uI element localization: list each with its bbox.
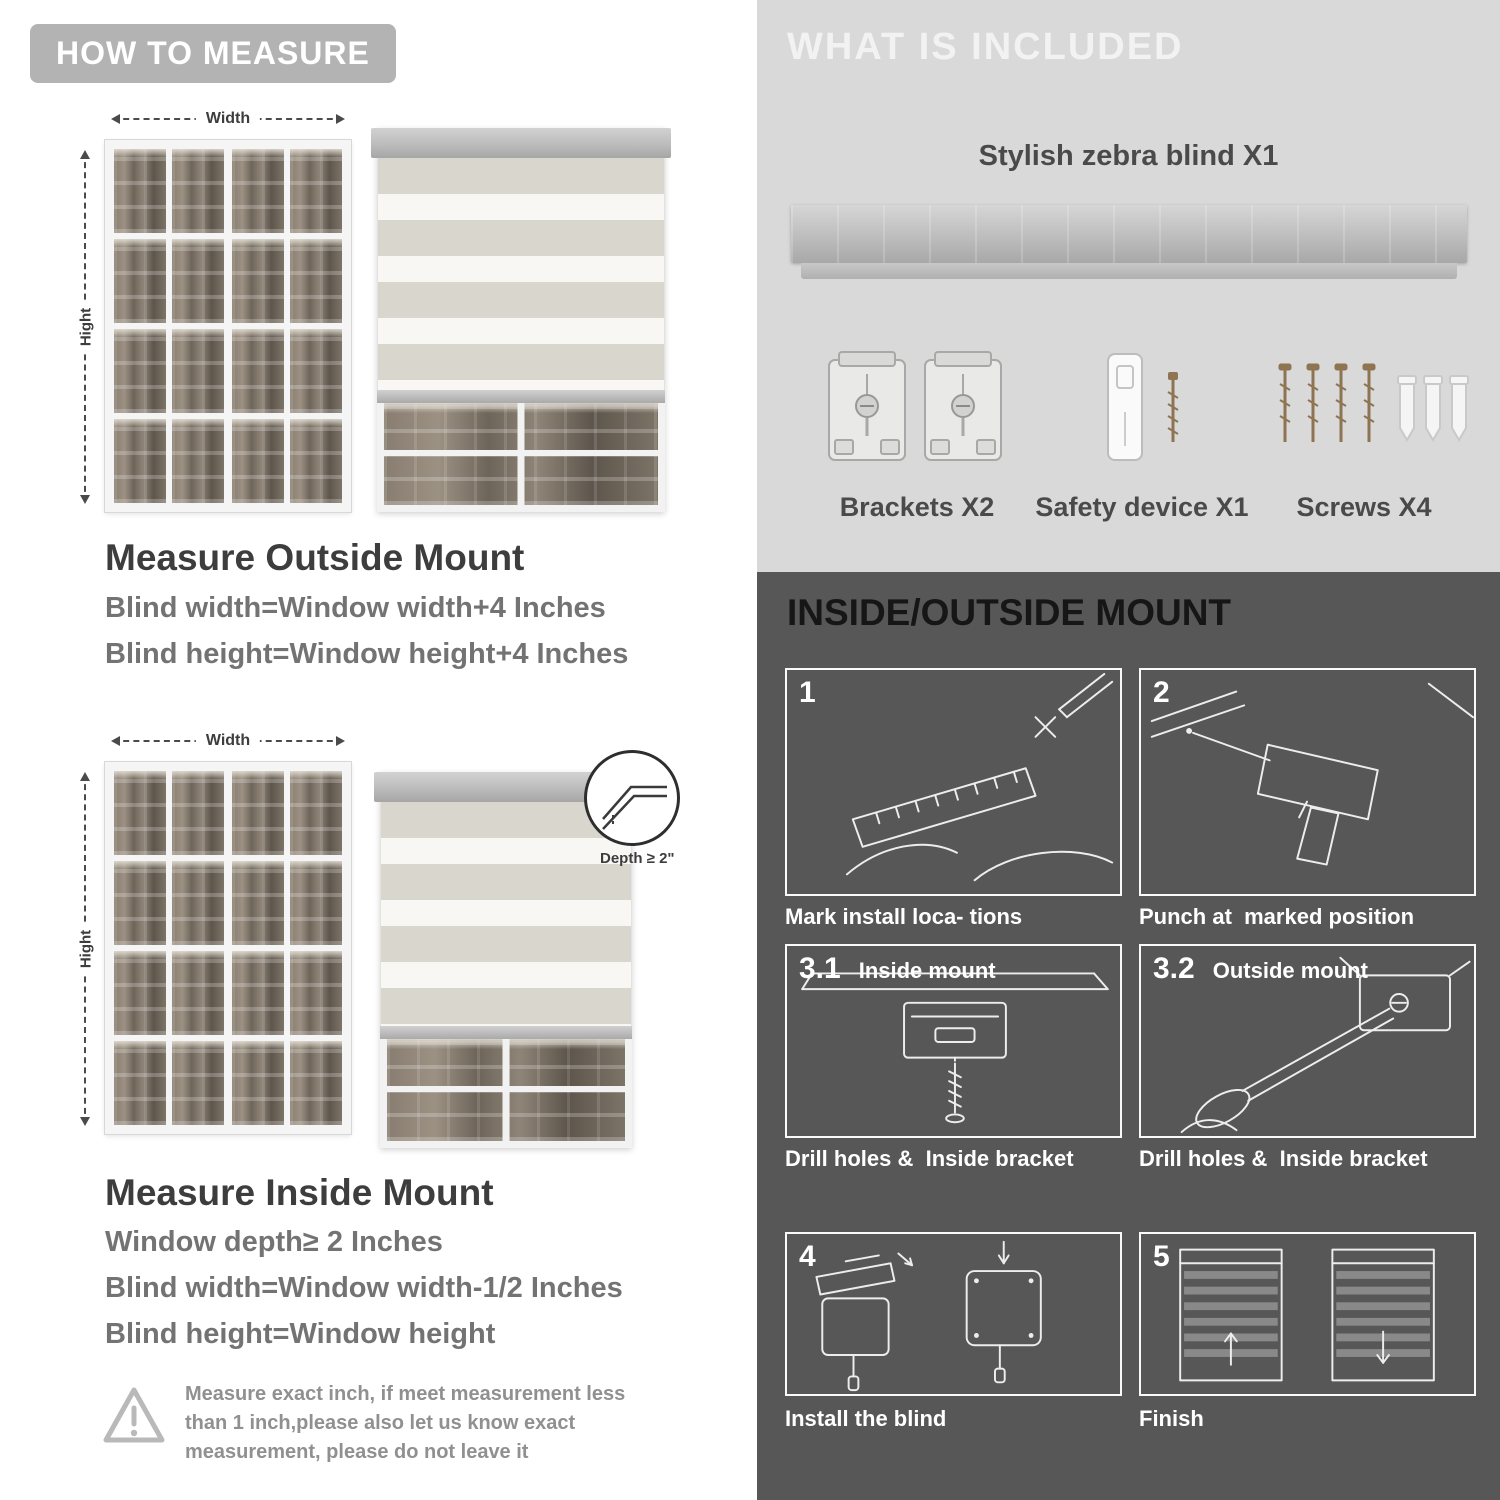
- step-number: 3.2: [1153, 952, 1195, 985]
- inside-mount-heading: Measure Inside Mount: [105, 1172, 494, 1213]
- what-is-included-section: WHAT IS INCLUDED Stylish zebra blind X1: [757, 0, 1500, 572]
- step-3-2-caption: Drill holes & Inside bracket: [1139, 1146, 1428, 1171]
- step-5-caption: Finish: [1139, 1406, 1204, 1431]
- warning-triangle-icon: [103, 1387, 165, 1443]
- drill-illustration-icon: [1150, 682, 1474, 866]
- step-number: 2: [1153, 676, 1170, 709]
- brackets-label: Brackets X2: [839, 492, 995, 522]
- height-arrow: Hight: [76, 150, 96, 504]
- inside-bracket-illustration-icon: [801, 972, 1109, 1124]
- step-3-1-panel: 3.1 Inside mount: [785, 944, 1122, 1138]
- depth-magnifier-icon: [584, 750, 680, 846]
- blind-headrail-image: [791, 205, 1467, 263]
- safety-device-icon: [1107, 353, 1179, 461]
- zebra-blind-outside-mount: [371, 128, 671, 512]
- what-is-included-badge: WHAT IS INCLUDED: [787, 26, 1184, 68]
- how-to-measure-badge: HOW TO MEASURE: [30, 24, 396, 83]
- step-3-2-panel: 3.2 Outside mount: [1139, 944, 1476, 1138]
- window-sash: [114, 149, 224, 503]
- window-photo-outside: [105, 140, 351, 512]
- blind-stripes: [380, 802, 632, 1026]
- blind-cassette: [371, 128, 671, 158]
- window-sash: [232, 149, 342, 503]
- finish-blinds-illustration-icon: [1179, 1248, 1435, 1382]
- height-label: Hight: [76, 921, 96, 977]
- height-label: Hight: [76, 299, 96, 355]
- step-1-caption: Mark install loca- tions: [785, 904, 1023, 929]
- window-sash: [114, 771, 224, 1125]
- step-4-caption: Install the blind: [785, 1406, 947, 1431]
- step-number: 1: [799, 676, 816, 709]
- install-blind-illustration-icon: [815, 1240, 1042, 1392]
- screws-label: Screws X4: [1296, 492, 1432, 522]
- blind-stripes: [377, 158, 665, 390]
- step-5-panel: 5: [1139, 1232, 1476, 1396]
- screws-icon: [1278, 363, 1469, 442]
- step-number: 3.1: [799, 952, 841, 985]
- included-blind-label: Stylish zebra blind X1: [978, 140, 1279, 172]
- blind-headrail-lip: [801, 263, 1457, 279]
- outside-rule-width: Blind width=Window width+4 Inches: [105, 592, 606, 624]
- step-2-caption: Punch at marked position: [1139, 904, 1415, 929]
- outside-bracket-illustration-icon: [1180, 956, 1471, 1134]
- outside-rule-height: Blind height=Window height+4 Inches: [105, 638, 629, 670]
- window-below-blind: [380, 1039, 632, 1148]
- width-arrow: Width: [111, 730, 345, 752]
- mount-guide-heading: INSIDE/OUTSIDE MOUNT: [787, 592, 1232, 633]
- blind-bottom-rail: [377, 390, 665, 403]
- depth-callout-label: Depth ≥ 2": [600, 850, 675, 867]
- mount-guide-section: INSIDE/OUTSIDE MOUNT 1 Mark install loca…: [757, 572, 1500, 1500]
- height-arrow: Hight: [76, 772, 96, 1126]
- zebra-blind-inside-mount: [374, 772, 638, 1148]
- window-sash: [232, 771, 342, 1125]
- inside-rule-depth: Window depth≥ 2 Inches: [105, 1226, 443, 1258]
- width-arrow: Width: [111, 108, 345, 130]
- width-label: Width: [195, 108, 261, 130]
- measurement-note: Measure exact inch, if meet measurement …: [185, 1383, 626, 1463]
- step-1-panel: 1: [785, 668, 1122, 896]
- inside-rule-width: Blind width=Window width-1/2 Inches: [105, 1272, 623, 1304]
- step-2-panel: 2: [1139, 668, 1476, 896]
- safety-device-label: Safety device X1: [1035, 492, 1249, 522]
- blind-bottom-rail: [380, 1026, 632, 1039]
- width-label: Width: [195, 730, 261, 752]
- step-tag: Outside mount: [1212, 958, 1368, 983]
- window-below-blind: [377, 403, 665, 512]
- step-number: 4: [799, 1240, 816, 1273]
- window-photo-inside: [105, 762, 351, 1134]
- step-3-1-caption: Drill holes & Inside bracket: [785, 1146, 1074, 1171]
- step-number: 5: [1153, 1240, 1170, 1273]
- outside-mount-heading: Measure Outside Mount: [105, 537, 525, 578]
- step-4-panel: 4: [785, 1232, 1122, 1396]
- inside-rule-height: Blind height=Window height: [105, 1318, 496, 1350]
- brackets-icon: [828, 351, 1002, 461]
- how-to-measure-section: HOW TO MEASURE Width Hight: [0, 0, 742, 1500]
- step-tag: Inside mount: [858, 958, 996, 983]
- mark-locations-illustration-icon: [845, 672, 1114, 882]
